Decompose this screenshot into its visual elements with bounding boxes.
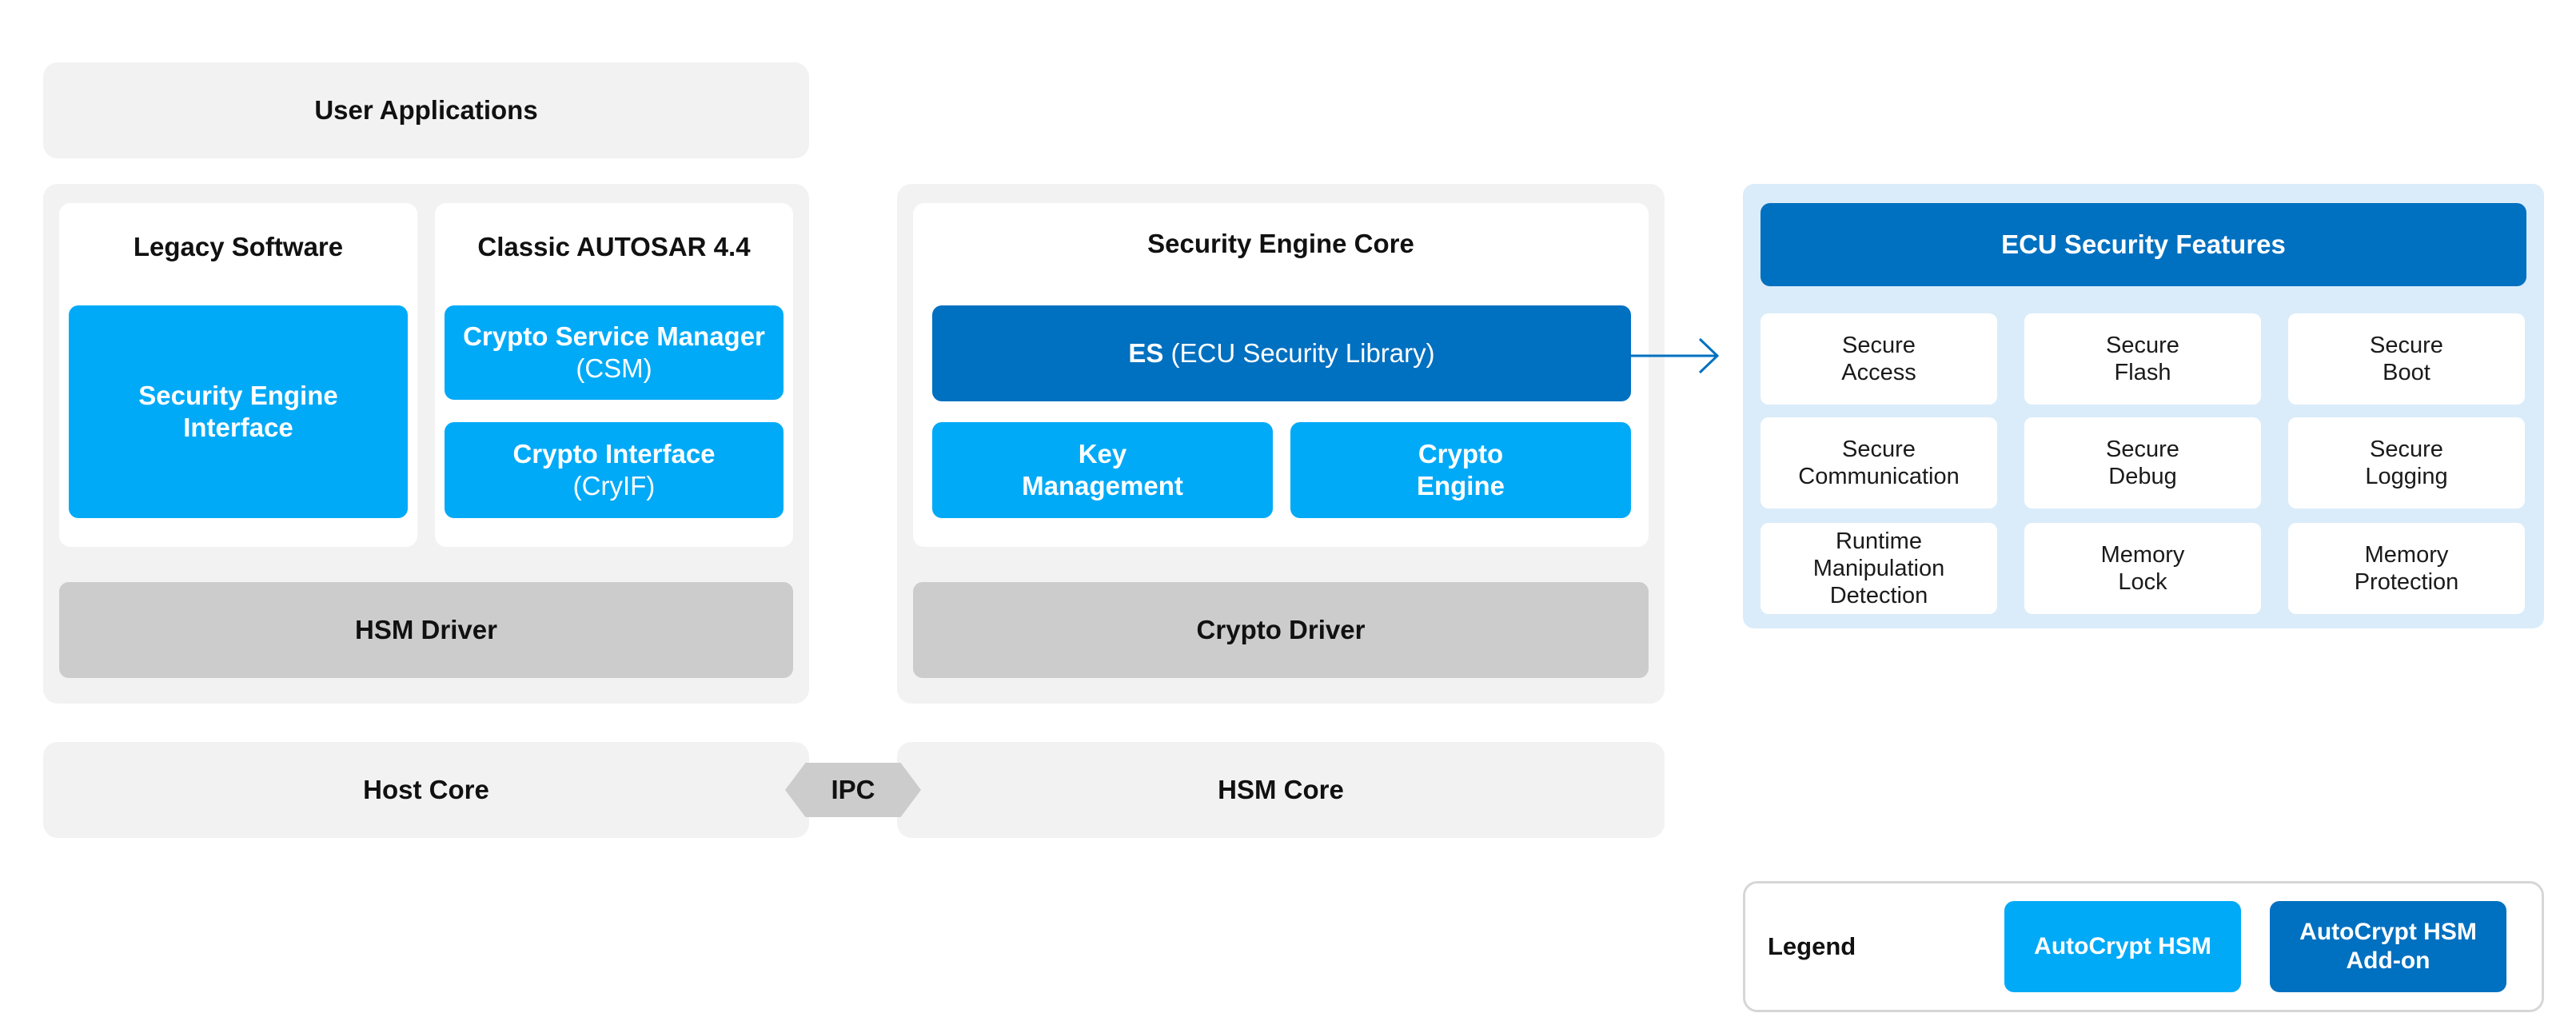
legend-autocrypt-hsm-addon-swatch: AutoCrypt HSM Add-on bbox=[2270, 901, 2506, 992]
ipc-connector: IPC bbox=[785, 763, 921, 817]
classic-autosar-title: Classic AUTOSAR 4.4 bbox=[477, 232, 751, 261]
security-engine-core-card: Security Engine Core ES (ECU Security Li… bbox=[913, 203, 1649, 547]
hsm-software-panel: Security Engine Core ES (ECU Security Li… bbox=[897, 184, 1665, 704]
legend-autocrypt-hsm-label: AutoCrypt HSM bbox=[2034, 933, 2211, 959]
security-engine-interface-label: Security Engine Interface bbox=[138, 381, 338, 442]
classic-autosar-card: Classic AUTOSAR 4.4 Crypto Service Manag… bbox=[435, 203, 793, 547]
key-management-box: Key Management bbox=[932, 422, 1273, 518]
crypto-interface-box: Crypto Interface (CryIF) bbox=[445, 422, 784, 518]
ipc-label: IPC bbox=[831, 775, 875, 804]
ecu-security-features-header: ECU Security Features bbox=[1761, 203, 2526, 286]
host-core-box: Host Core bbox=[43, 742, 809, 838]
security-feature-label: Secure Communication bbox=[1798, 437, 1960, 489]
hsm-core-label: HSM Core bbox=[1218, 775, 1344, 804]
crypto-driver-box: Crypto Driver bbox=[913, 582, 1649, 678]
security-feature-card: Secure Logging bbox=[2288, 417, 2525, 509]
security-feature-card: Secure Access bbox=[1761, 313, 1997, 405]
security-feature-label: Secure Logging bbox=[2365, 437, 2448, 489]
legend-title: Legend bbox=[1768, 932, 1856, 960]
csm-abbrev: (CSM) bbox=[576, 353, 652, 383]
security-feature-card: Memory Lock bbox=[2024, 523, 2261, 614]
legacy-software-title: Legacy Software bbox=[133, 232, 344, 261]
legacy-software-card: Legacy Software Security Engine Interfac… bbox=[59, 203, 417, 547]
security-feature-label: Secure Flash bbox=[2106, 333, 2179, 385]
security-feature-label: Memory Protection bbox=[2354, 542, 2459, 595]
security-feature-card: Secure Communication bbox=[1761, 417, 1997, 509]
security-feature-label: Memory Lock bbox=[2100, 542, 2185, 595]
es-abbrev: ES bbox=[1128, 338, 1164, 368]
hsm-driver-box: HSM Driver bbox=[59, 582, 793, 678]
arrow-right-icon bbox=[1623, 337, 1719, 374]
security-feature-card: Runtime Manipulation Detection bbox=[1761, 523, 1997, 614]
security-feature-card: Secure Boot bbox=[2288, 313, 2525, 405]
security-feature-card: Secure Debug bbox=[2024, 417, 2261, 509]
crypto-engine-label: Crypto Engine bbox=[1416, 439, 1505, 501]
security-engine-core-title: Security Engine Core bbox=[1147, 229, 1414, 258]
security-feature-label: Secure Debug bbox=[2106, 437, 2179, 489]
hsm-core-box: HSM Core bbox=[897, 742, 1665, 838]
key-management-label: Key Management bbox=[1022, 439, 1183, 501]
security-engine-interface-box: Security Engine Interface bbox=[69, 305, 408, 518]
legend-box: Legend AutoCrypt HSM AutoCrypt HSM Add-o… bbox=[1743, 881, 2544, 1012]
security-feature-card: Secure Flash bbox=[2024, 313, 2261, 405]
crypto-engine-box: Crypto Engine bbox=[1290, 422, 1631, 518]
hsm-driver-label: HSM Driver bbox=[355, 615, 497, 644]
csm-label: Crypto Service Manager bbox=[463, 321, 765, 351]
host-software-panel: Legacy Software Security Engine Interfac… bbox=[43, 184, 809, 704]
user-applications-box: User Applications bbox=[43, 62, 809, 158]
security-feature-label: Secure Boot bbox=[2370, 333, 2443, 385]
legend-autocrypt-hsm-swatch: AutoCrypt HSM bbox=[2004, 901, 2241, 992]
security-feature-card: Memory Protection bbox=[2288, 523, 2525, 614]
host-core-label: Host Core bbox=[363, 775, 489, 804]
es-full-name: (ECU Security Library) bbox=[1163, 338, 1435, 368]
crypto-service-manager-box: Crypto Service Manager (CSM) bbox=[445, 305, 784, 400]
security-feature-label: Runtime Manipulation Detection bbox=[1812, 528, 1945, 608]
cryif-label: Crypto Interface bbox=[512, 439, 716, 469]
ecu-security-library-box: ES (ECU Security Library) bbox=[932, 305, 1631, 401]
legend-autocrypt-hsm-addon-label: AutoCrypt HSM Add-on bbox=[2299, 919, 2477, 974]
cryif-abbrev: (CryIF) bbox=[572, 471, 656, 501]
crypto-driver-label: Crypto Driver bbox=[1196, 615, 1366, 644]
security-feature-label: Secure Access bbox=[1841, 333, 1916, 385]
ecu-security-features-title: ECU Security Features bbox=[2001, 229, 2286, 259]
user-applications-label: User Applications bbox=[314, 95, 538, 125]
